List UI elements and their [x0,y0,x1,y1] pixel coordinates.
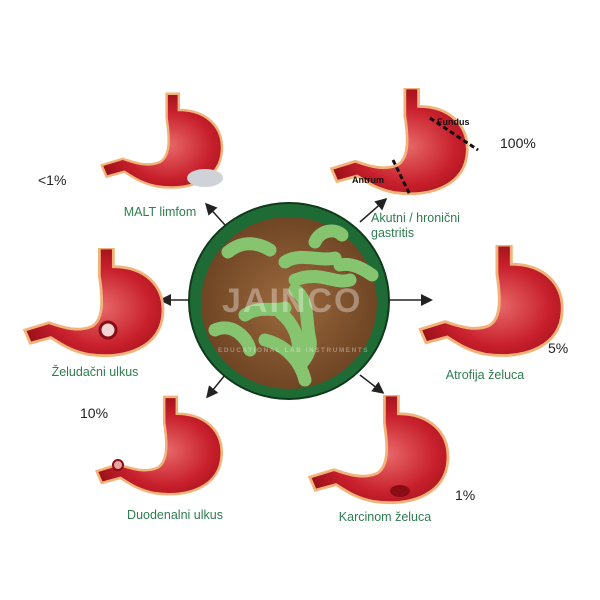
percent-carcinoma: 1% [455,487,476,503]
label-carcinoma: Karcinom želuca [338,510,432,524]
stomach-carcinoma [308,395,450,505]
stomach-atrophy [418,245,564,358]
arrow-carcinoma [359,374,385,394]
region-label-fundus: Fundus [437,117,470,127]
region-label-antrum: Antrum [352,175,384,185]
stomach-gastric-ulcer [23,248,165,358]
bacteria-icon [208,224,379,387]
arrow-gastritis [359,198,388,223]
watermark-logo: JAINCO [222,282,363,320]
label-gastritis: Akutni / hronični gastritis [371,211,460,240]
label-gastric-ulcer: Želudačni ulkus [51,365,139,379]
arrow-malt [204,202,226,226]
ulcer-lesion [98,320,118,340]
fundus-line [429,116,479,152]
malt-lesion [187,169,223,187]
watermark-tagline: EDUCATIONAL LAB INSTRUMENTS [218,347,370,354]
label-atrophy: Atrofija želuca [445,368,525,382]
arrow-duodenal-ulcer [206,374,226,399]
antrum-line [391,159,412,196]
bacteria-circle [188,202,390,400]
label-duodenal-ulcer: Duodenalni ulkus [127,508,223,522]
stomach-duodenal-ulcer [95,395,224,496]
percent-malt: <1% [38,172,67,188]
arrows [159,198,433,399]
percent-gastritis: 100% [500,135,536,151]
percent-atrophy: 5% [548,340,569,356]
percent-duodenal-ulcer: 10% [80,405,109,421]
tumor-lesion [390,485,410,497]
label-malt: MALT limfom [123,205,197,219]
duodenal-lesion [112,459,124,471]
